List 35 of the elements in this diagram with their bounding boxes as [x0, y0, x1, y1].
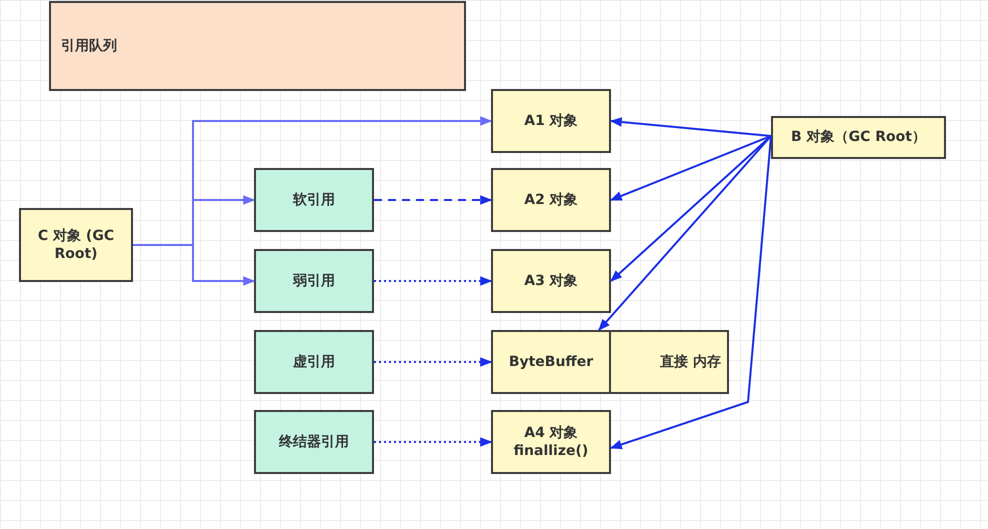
arrow: [374, 437, 492, 447]
queue-box: [49, 1, 466, 91]
node-label: A4 对象 finallize(): [512, 424, 590, 460]
node-label: 终结器引用: [279, 432, 349, 452]
arrow: [610, 135, 772, 201]
reference-box: [254, 410, 374, 474]
node-label: B 对象（GC Root）: [791, 128, 926, 147]
node-label: 弱引用: [293, 272, 335, 290]
object-box: [491, 89, 611, 153]
object-box: [771, 116, 946, 159]
object-box: [491, 249, 611, 313]
arrow: [610, 136, 772, 450]
node-label: C 对象 (GC Root): [36, 226, 116, 264]
reference-box: [254, 249, 374, 313]
reference-box: [254, 168, 374, 232]
object-box: [19, 208, 133, 282]
object-box: [491, 168, 611, 232]
arrow: [374, 195, 492, 205]
node-label: 虚引用: [293, 352, 335, 372]
object-box: [609, 330, 729, 394]
node-label: ByteBuffer: [508, 352, 594, 372]
node-label: 直接 内存: [660, 352, 721, 372]
arrow: [374, 276, 492, 286]
arrow: [133, 244, 256, 286]
arrow: [610, 117, 772, 137]
arrow: [374, 357, 492, 367]
node-label: A1 对象: [524, 112, 578, 130]
arrow: [598, 135, 772, 331]
node-label: A3 对象: [524, 272, 578, 290]
reference-box: [254, 330, 374, 394]
object-box: [491, 410, 611, 474]
node-label: A2 对象: [524, 190, 578, 210]
node-label: 软引用: [293, 190, 335, 210]
node-label: 引用队列: [61, 36, 117, 56]
object-box: [491, 330, 611, 394]
